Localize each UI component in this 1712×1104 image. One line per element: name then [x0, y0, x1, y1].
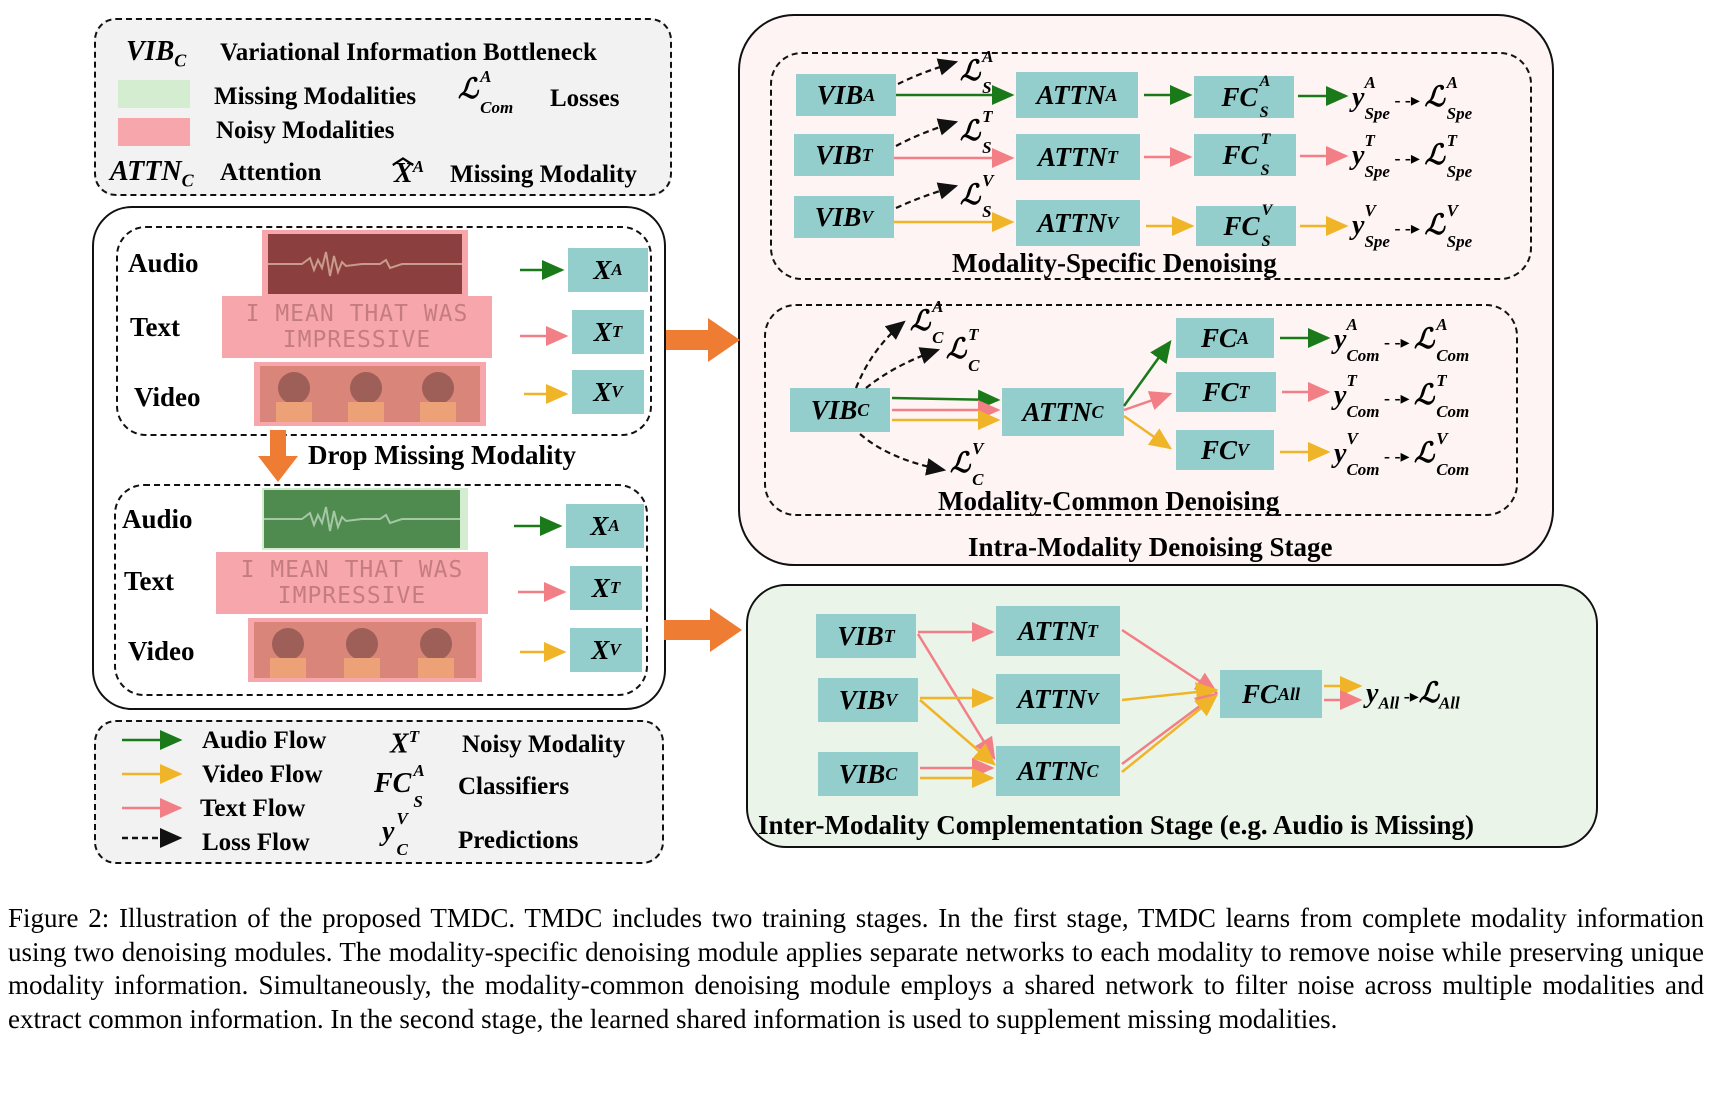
- noisy-audio-waveform: [262, 230, 468, 298]
- video-label-lower: Video: [128, 636, 195, 666]
- y-all-output: yAll -▸ℒAll: [1366, 678, 1460, 713]
- legend-noisy-symbol: XT: [390, 727, 420, 760]
- legend-audio-flow-text: Audio Flow: [202, 727, 327, 754]
- missing-audio-waveform: [262, 488, 468, 550]
- text-label-upper: Text: [130, 312, 181, 342]
- legend-video-flow-text: Video Flow: [202, 761, 323, 788]
- figure-caption: Figure 2: Illustration of the proposed T…: [8, 903, 1704, 1034]
- legend-missing-text: Missing Modalities: [214, 83, 417, 110]
- inter-stage-title: Inter-Modality Complementation Stage (e.…: [758, 810, 1474, 840]
- noisy-video-frames: [254, 362, 486, 426]
- noisy-input-box: [116, 226, 652, 436]
- legend-noisy-swatch: [118, 118, 190, 146]
- text-label-lower: Text: [124, 566, 175, 596]
- common-denoising-title: Modality-Common Denoising: [938, 486, 1280, 516]
- legend-classifier-text: Classifiers: [458, 773, 570, 800]
- legend-vib-text: Variational Information Bottleneck: [220, 39, 597, 66]
- video-label-upper: Video: [134, 382, 201, 412]
- legend-missing-mod-text: Missing Modality: [450, 161, 637, 188]
- legend-attn-text: Attention: [220, 159, 322, 186]
- legend-bottom: [94, 720, 664, 864]
- noisy-video-frames-lower: [248, 618, 482, 682]
- missing-input-box: [114, 484, 648, 696]
- arrow-layer: [122, 58, 1363, 848]
- legend-vib-symbol: VIBC: [126, 36, 187, 71]
- legend-pred-text: Predictions: [458, 827, 579, 854]
- legend-attn-symbol: ATTNC: [110, 156, 194, 191]
- legend-top: [94, 18, 672, 196]
- intra-stage-title: Intra-Modality Denoising Stage: [968, 532, 1333, 562]
- audio-label-lower: Audio: [122, 504, 193, 534]
- specific-denoising-box: [770, 52, 1532, 280]
- common-denoising-box: [764, 304, 1518, 516]
- legend-missing-swatch: [118, 80, 190, 108]
- legend-noisy-text: Noisy Modalities: [216, 117, 395, 144]
- specific-denoising-title: Modality-Specific Denoising: [952, 248, 1277, 278]
- audio-label-upper: Audio: [128, 248, 199, 278]
- drop-missing-label: Drop Missing Modality: [308, 440, 577, 470]
- legend-noisy-mod-text: Noisy Modality: [462, 731, 626, 758]
- legend-loss-flow-text: Loss Flow: [202, 829, 310, 856]
- legend-text-flow-text: Text Flow: [200, 795, 306, 822]
- legend-loss-text: Losses: [550, 85, 620, 112]
- legend-missing-mod-symbol: X︿A: [392, 144, 425, 190]
